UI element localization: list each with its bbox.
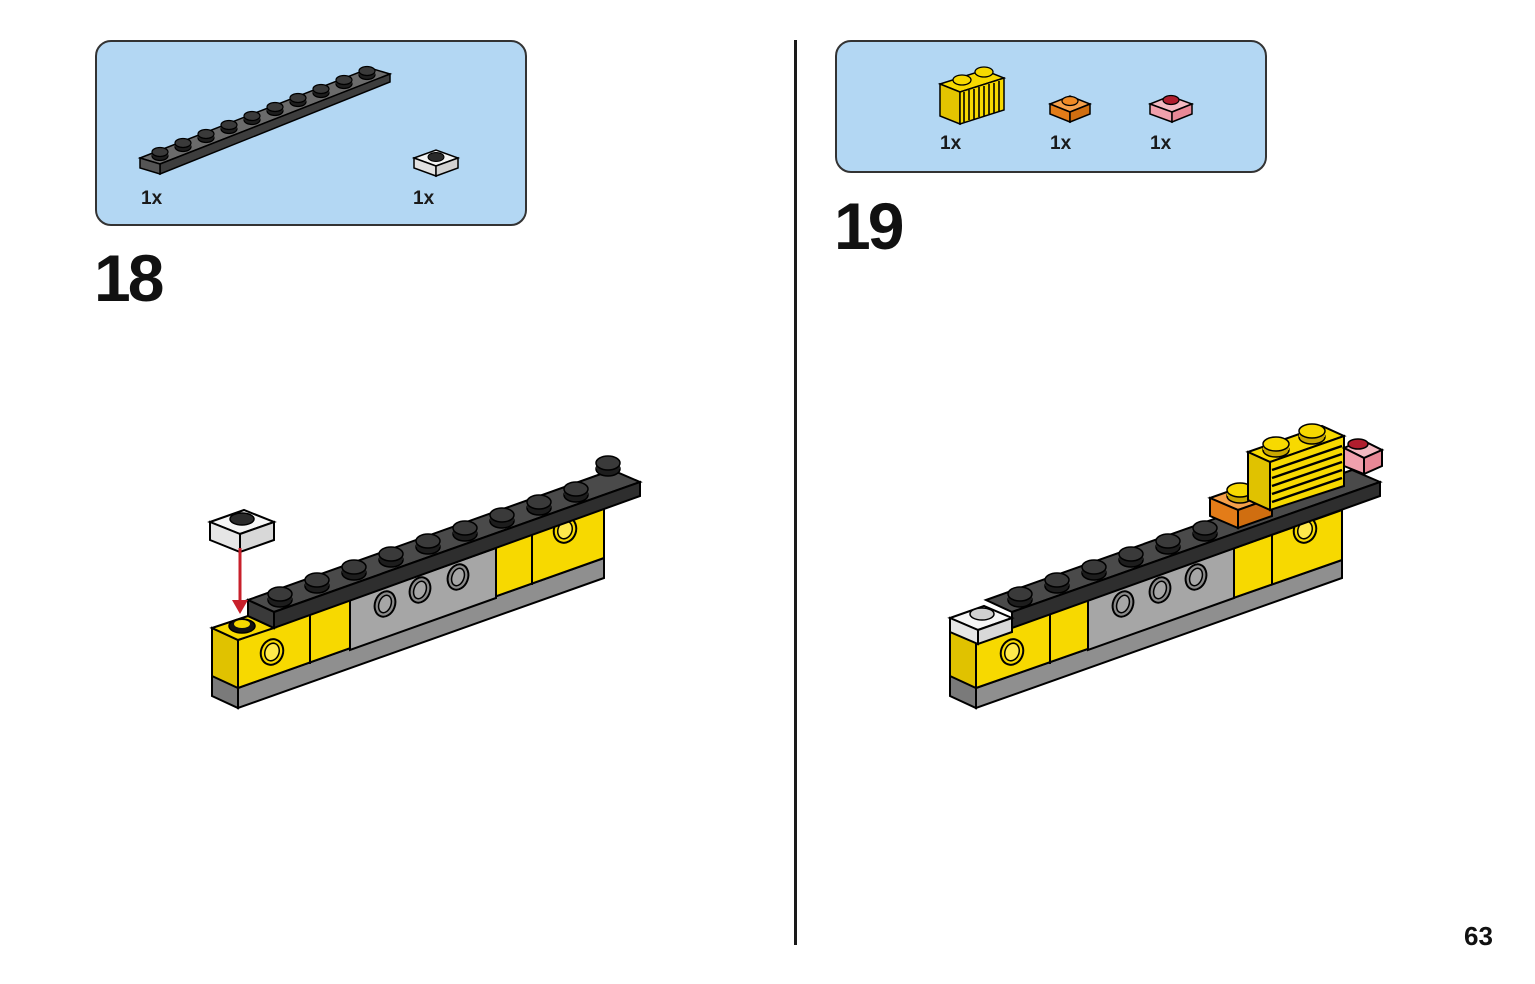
step-number-18: 18 (94, 241, 164, 315)
part-quantity: 1x (1050, 133, 1072, 154)
part-quantity: 1x (940, 133, 962, 154)
step-19-model (947, 423, 1385, 710)
part-icon-dark-gray-plate (137, 65, 393, 176)
part-icon-trans-red-plate (1147, 94, 1195, 124)
page-divider (794, 40, 797, 945)
part-quantity: 1x (1150, 133, 1172, 154)
step-number-19: 19 (834, 189, 904, 263)
part-icon-orange-plate (1047, 95, 1093, 124)
step-18-model (207, 455, 643, 710)
part-icon-yellow-grille-brick (937, 66, 1007, 126)
page-number: 63 (1464, 921, 1493, 951)
part-icon-clear-plate (411, 149, 461, 178)
part-quantity: 1x (413, 188, 435, 209)
parts-box-step-18: 1x 1x (95, 40, 527, 226)
part-quantity: 1x (141, 188, 163, 209)
